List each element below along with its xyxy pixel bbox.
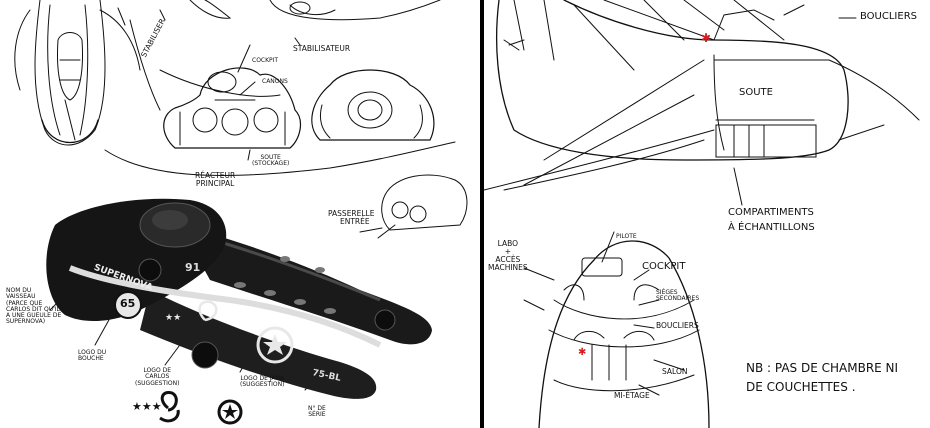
label-logo-bouche: Logo du Bouche [78, 349, 107, 363]
side-view-sketch [484, 0, 920, 206]
label-passerelle-entree: Passerelle Entrée [328, 209, 375, 226]
label-reacteur-principal: Réacteur principal [195, 171, 236, 188]
svg-text:★★★: ★★★ [132, 400, 162, 413]
right-sketch-panel: ✱ ✱ Boucliers Soute Compartiments à écha… [484, 0, 930, 428]
ship-logo-number: 65 [120, 297, 136, 310]
label-labo-acces: Labo + Accès machines [488, 239, 528, 272]
svg-text:★★: ★★ [165, 313, 181, 323]
front-view-sketch-2 [311, 69, 435, 141]
painted-ship-render: ★★ ★★★ [46, 198, 432, 425]
label-logo-jana: Logo de Jana (suggestion) [240, 375, 285, 389]
shield-marker-bottom: ✱ [578, 347, 587, 358]
left-sketch-lines [14, 0, 468, 391]
note-pas-de-chambre: NB : pas de chambre ni de couchettes . [746, 361, 899, 394]
left-sketch-panel: ★★ ★★★ SUPERNOVA 65 91 75-BL Stabiliser … [6, 0, 468, 425]
label-cockpit: Cockpit [252, 57, 279, 64]
label-sieges-secondaires: Sièges secondaires [656, 289, 700, 303]
passerelle-sketch [359, 174, 468, 239]
label-compartiments: Compartiments à échantillons [728, 207, 815, 233]
label-cockpit-top: Cockpit [642, 261, 686, 272]
label-stabilisateur: Stabilisateur [293, 44, 351, 53]
label-salon: Salon [662, 367, 688, 376]
label-boucliers-bottom: Boucliers [656, 321, 699, 330]
label-soute-stockage: Soute (Stockage) [252, 154, 290, 168]
front-view-sketch-1 [163, 67, 302, 149]
jana-logo-mark [217, 399, 243, 425]
ship-hull-number: 91 [185, 261, 201, 274]
label-boucliers-top: Boucliers [860, 11, 917, 22]
label-numero-serie: N° de Série [308, 405, 326, 419]
ship-top-view-sketch [14, 0, 141, 146]
top-view-sketch [523, 231, 710, 428]
label-canons: Canons [262, 78, 288, 85]
panel-divider [480, 0, 484, 428]
label-pilote: Pilote [616, 233, 637, 240]
label-soute: Soute [739, 87, 773, 98]
shield-marker-top: ✱ [701, 31, 712, 45]
carlos-logo-mark: ★★★ [132, 390, 180, 423]
right-sketch-lines [484, 0, 920, 428]
label-logo-carlos: Logo de Carlos (suggestion) [135, 367, 180, 387]
label-mi-etage: Mi-étage [614, 391, 650, 400]
label-nom-vaisseau: Nom du vaisseau (parce que Carlos dit qu… [6, 287, 62, 326]
stabiliser-sketch [189, 0, 441, 21]
